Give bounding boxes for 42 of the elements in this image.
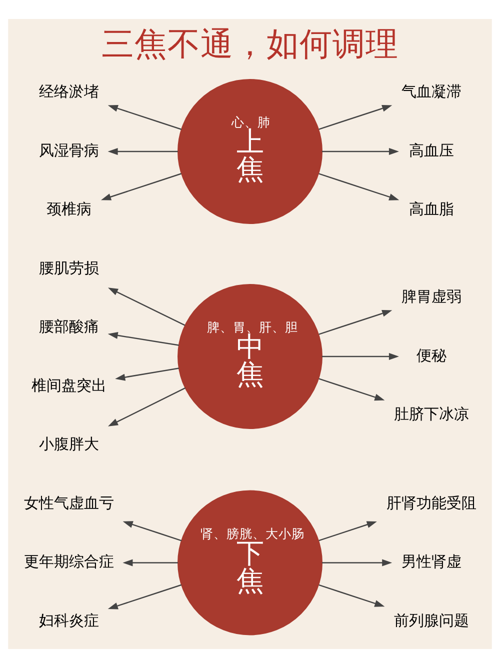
node-text: 肝肾功能受阻 — [386, 493, 476, 512]
diagram-title: 三焦不通，如何调理 — [102, 24, 398, 62]
arrow — [318, 584, 385, 606]
arrow — [322, 558, 392, 566]
node-text: 气血凝滞 — [401, 82, 462, 100]
node-text: 男性肾虚 — [401, 552, 462, 570]
arrow — [108, 148, 178, 154]
node-circle: 脾、胃、肝、胆 中焦 — [178, 284, 322, 428]
node-text: 颈椎病 — [46, 200, 92, 218]
arrow — [318, 520, 377, 541]
arrow — [122, 520, 182, 541]
arrow — [108, 287, 186, 326]
arrow — [101, 172, 182, 200]
node-text: 高血压 — [408, 140, 454, 159]
arrow — [322, 148, 399, 154]
arrow — [108, 104, 182, 130]
arrow — [318, 310, 392, 334]
arrow — [322, 352, 399, 360]
node-circle: 肾、膀胱、大小肠 下焦 — [178, 490, 322, 635]
node-text: 椎间盘突出 — [31, 376, 106, 394]
node-text: 妇科炎症 — [38, 610, 99, 629]
arrow — [318, 378, 385, 400]
node-text: 便秘 — [416, 346, 446, 364]
arrow — [318, 104, 392, 130]
node-circle: 心、肺 上焦 — [178, 78, 322, 224]
node-text: 高血脂 — [408, 200, 454, 218]
arrow — [318, 172, 400, 200]
arrow — [108, 584, 182, 609]
node-text: 小腹胖大 — [38, 434, 99, 453]
arrow — [108, 386, 186, 426]
node-text: 前列腺问题 — [394, 610, 469, 629]
arrow — [115, 367, 179, 380]
node-text: 腰部酸痛 — [38, 317, 99, 336]
node-text: 更年期综合症 — [24, 552, 114, 570]
arrow — [108, 331, 180, 346]
arrow — [122, 558, 178, 566]
node-text: 风湿骨病 — [38, 140, 99, 159]
node-text: 经络淤堵 — [38, 82, 99, 100]
node-text: 脾胃虚弱 — [401, 287, 462, 306]
node-text: 肚脐下冰凉 — [394, 404, 469, 423]
node-text: 女性气虚血亏 — [24, 493, 114, 512]
node-text: 腰肌劳损 — [38, 258, 99, 276]
